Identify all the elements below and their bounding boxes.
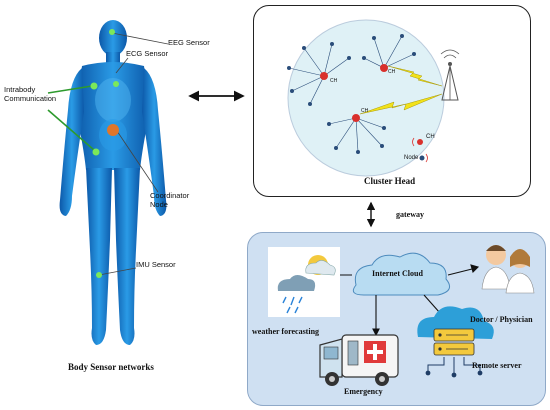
- internet-cloud-label: Internet Cloud: [372, 269, 423, 278]
- cluster-network-diagram: [287, 19, 460, 177]
- gateway-label: gateway: [396, 210, 424, 219]
- cluster-area-circle: [287, 19, 445, 177]
- ecg-sensor-dot: [113, 81, 119, 87]
- label-eeg-sensor: EEG Sensor: [168, 38, 210, 47]
- cluster-head-node-1: [320, 72, 328, 80]
- label-intrabody-communication: Intrabody Communication: [4, 85, 57, 103]
- cloud-services-panel: Internet Cloud Doctor / Physician weathe…: [247, 232, 546, 406]
- intrabody-dot-1: [90, 82, 98, 90]
- human-body-figure: [59, 20, 167, 345]
- cluster-head-panel: CH CH CH CH Node Cluster Head: [253, 5, 531, 197]
- legend-ch-icon: [412, 137, 423, 147]
- ch-label-1: CH: [330, 78, 338, 84]
- ambulance-emergency-icon: [319, 334, 399, 386]
- sensor-markers: [47, 29, 169, 278]
- legend-node-icon: [419, 153, 428, 163]
- doctor-physician-label: Doctor / Physician: [470, 315, 533, 324]
- body-sensor-network-panel: EEG Sensor ECG Sensor Intrabody Communic…: [0, 0, 250, 410]
- cluster-head-node-2: [380, 64, 388, 72]
- base-station-tower-icon: [440, 49, 460, 101]
- doctor-physician-icon: [481, 245, 535, 294]
- cloud-services-diagram: [268, 245, 535, 386]
- label-ecg-sensor: ECG Sensor: [126, 49, 169, 58]
- label-imu-sensor: IMU Sensor: [136, 260, 176, 269]
- cluster-head-node-3: [352, 114, 360, 122]
- weather-icon: [268, 247, 340, 317]
- wireless-link-bolt-1: [387, 65, 443, 87]
- remote-server-label: Remote server: [472, 361, 522, 370]
- wireless-link-bolt-2: [359, 93, 443, 115]
- ch-label-2: CH: [388, 69, 396, 75]
- legend-node-label: Node: [404, 155, 419, 161]
- label-coordinator-node: Coordinator Node: [150, 191, 190, 209]
- body-sensor-networks-caption: Body Sensor networks: [68, 362, 154, 372]
- cluster-head-caption: Cluster Head: [364, 176, 416, 186]
- weather-forecasting-label: weather forecasting: [252, 327, 320, 336]
- eeg-sensor-dot: [109, 29, 115, 35]
- remote-server-icon: [417, 306, 494, 378]
- legend-ch-label: CH: [426, 134, 435, 140]
- intrabody-dot-2: [92, 148, 100, 156]
- ch-label-3: CH: [361, 108, 369, 114]
- coordinator-node-dot: [107, 124, 119, 136]
- imu-sensor-dot: [96, 272, 102, 278]
- emergency-label: Emergency: [344, 387, 383, 396]
